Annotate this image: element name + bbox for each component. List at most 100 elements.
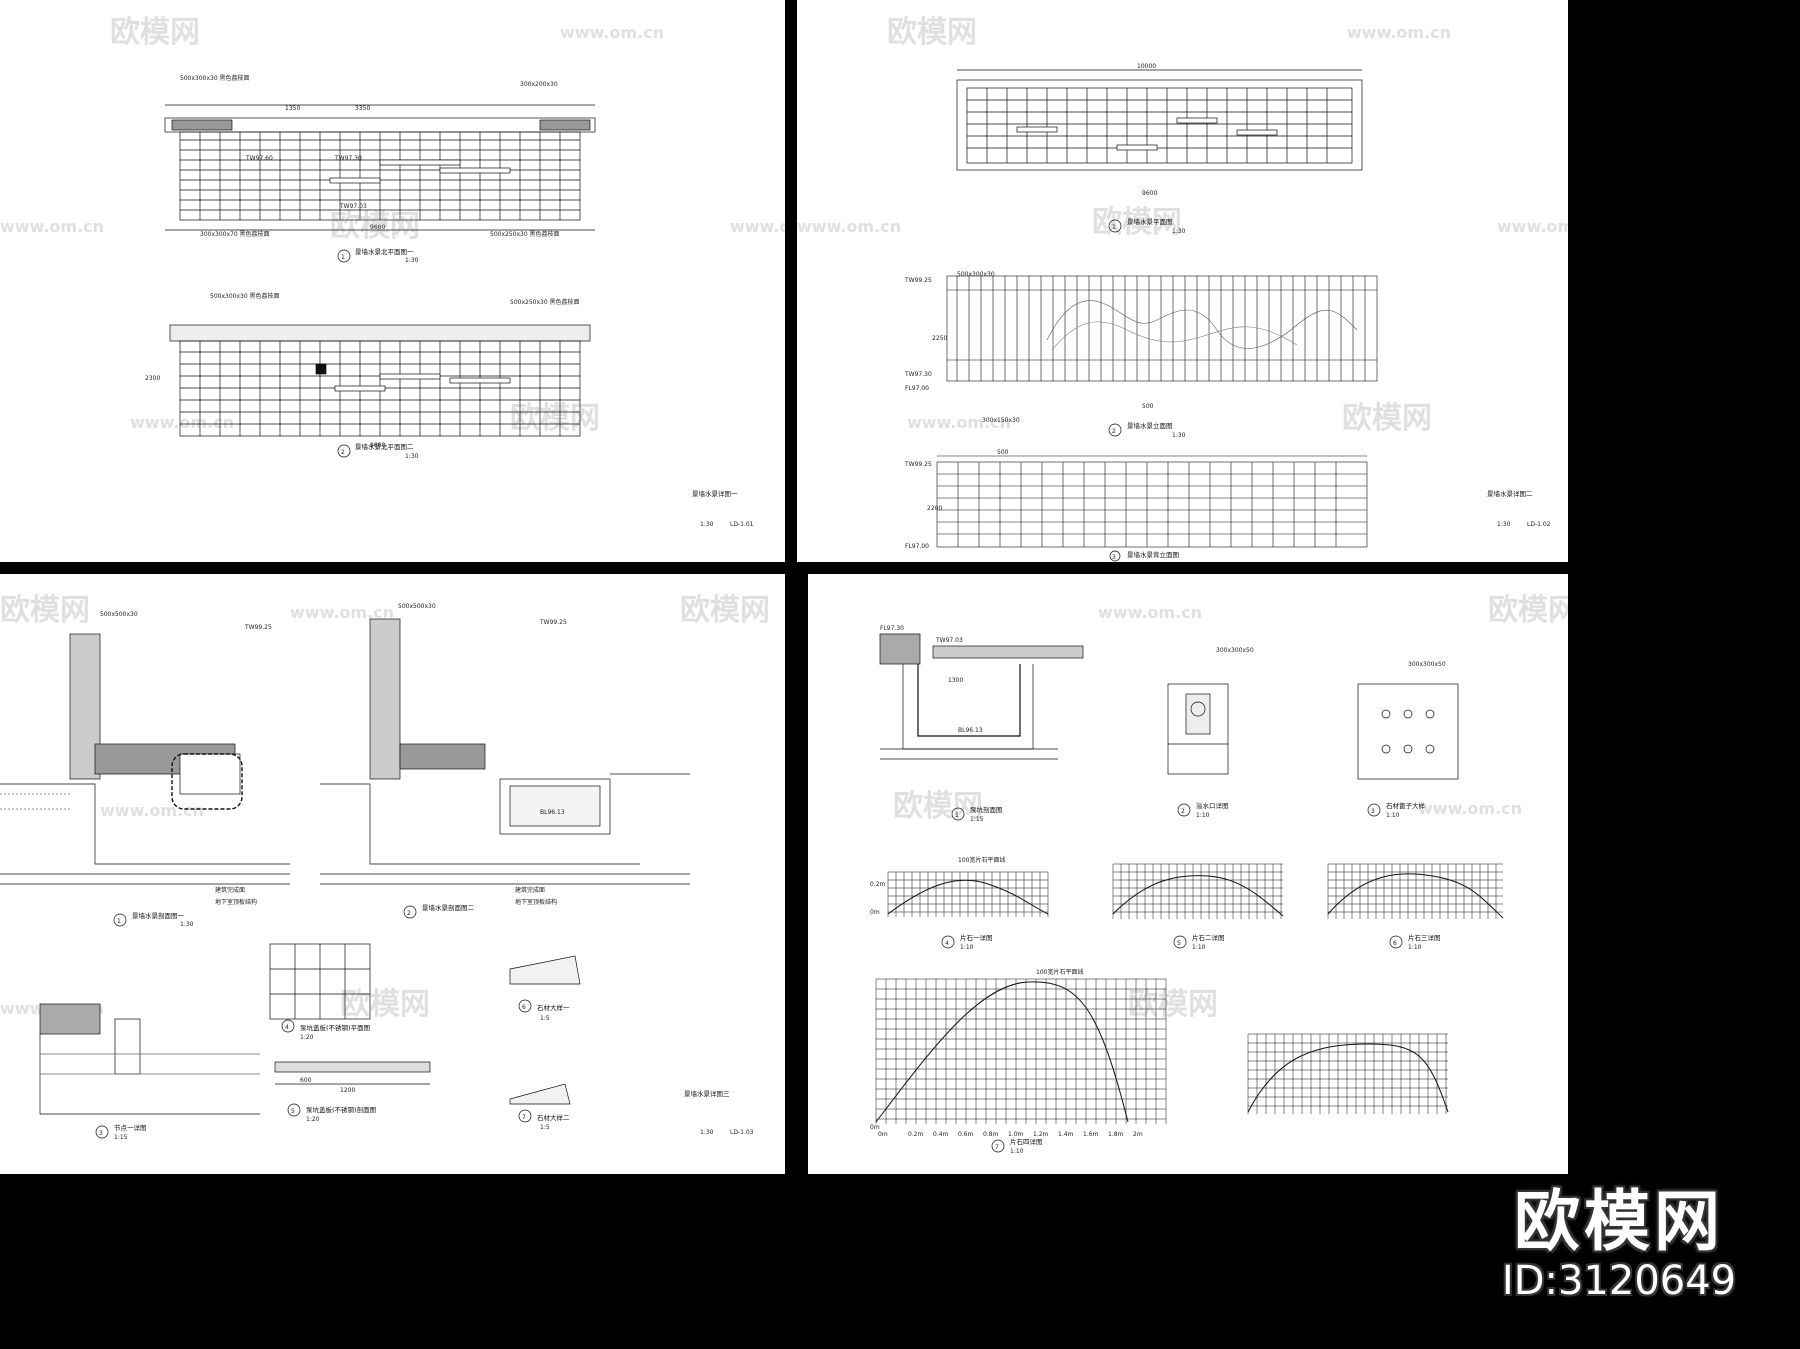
caption-sheet1-drawing1: 1 景墙水景北平面图一 1:30 — [337, 247, 419, 264]
drawing-sheet-1: 欧模网 www.om.cn www.om.cn 欧模网 www.om.cn 欧模… — [0, 0, 785, 562]
svg-text:7: 7 — [995, 1144, 999, 1151]
svg-text:BL96.13: BL96.13 — [540, 809, 565, 816]
caption-sheet4-drawing3: 3 石材篦子大样 1:10 — [1367, 801, 1426, 819]
sheet-1-canvas: 欧模网 www.om.cn www.om.cn 欧模网 www.om.cn 欧模… — [0, 15, 785, 528]
svg-text:1:10: 1:10 — [1192, 944, 1206, 951]
caption-sheet2-drawing2: 2 景墙水景立面图 1:30 — [1108, 421, 1186, 439]
svg-text:景墙水景详图一: 景墙水景详图一 — [692, 489, 738, 498]
stone-grids — [875, 863, 1504, 1124]
svg-text:1.2m: 1.2m — [1033, 1131, 1049, 1138]
svg-text:500x250x30 黑色荔枝面: 500x250x30 黑色荔枝面 — [510, 298, 580, 306]
svg-text:1: 1 — [117, 918, 121, 925]
svg-text:欧模网: 欧模网 — [1128, 987, 1218, 1022]
brand-id: ID:3120649 — [1501, 1258, 1737, 1304]
svg-text:1: 1 — [955, 812, 959, 819]
svg-text:100宽片石平面线: 100宽片石平面线 — [1036, 968, 1083, 976]
svg-text:0m: 0m — [870, 1124, 880, 1131]
svg-text:溢水口详图: 溢水口详图 — [1196, 801, 1229, 810]
svg-text:1:30: 1:30 — [700, 521, 714, 528]
svg-text:欧模网: 欧模网 — [887, 15, 977, 50]
drawing-sheet-2: 欧模网 www.om.cn www.om.cn 欧模网 www.om.cn 欧模… — [797, 0, 1568, 562]
svg-text:www.om.cn: www.om.cn — [1497, 217, 1568, 236]
stone-profile-3 — [1327, 863, 1504, 919]
svg-text:TW97.60: TW97.60 — [245, 155, 273, 162]
detail-6 — [509, 955, 581, 985]
svg-text:6: 6 — [1393, 940, 1397, 947]
front-elevation — [946, 275, 1378, 382]
svg-text:1:10: 1:10 — [960, 944, 974, 951]
svg-text:9600: 9600 — [1142, 190, 1157, 197]
svg-text:TW99.25: TW99.25 — [904, 277, 932, 284]
svg-text:1: 1 — [1112, 224, 1116, 231]
svg-text:欧模网: 欧模网 — [330, 209, 420, 244]
stone-profile-2 — [1112, 863, 1284, 919]
svg-text:100宽片石平面线: 100宽片石平面线 — [958, 856, 1005, 864]
svg-text:欧模网: 欧模网 — [1092, 205, 1182, 240]
svg-text:1:30: 1:30 — [405, 257, 419, 264]
svg-text:TW99.25: TW99.25 — [539, 619, 567, 626]
svg-text:1:15: 1:15 — [970, 816, 984, 823]
svg-text:600: 600 — [300, 1077, 312, 1084]
svg-text:0m: 0m — [878, 1131, 888, 1138]
svg-text:2: 2 — [407, 910, 411, 917]
rear-elevation-labels: TW99.25 FL97.00 2200 500 — [904, 449, 1009, 550]
sheet-3-canvas: 欧模网 www.om.cn 欧模网 www.om.cn www.om.cn 欧模… — [0, 593, 770, 1141]
watermarks: 欧模网 www.om.cn 欧模网 欧模网 www.om.cn 欧模网 — [893, 593, 1568, 1022]
caption-sheet4-drawing1: 1 泵坑剖面图 1:15 — [951, 805, 1003, 823]
svg-text:2: 2 — [1112, 428, 1116, 435]
plan-view-1 — [164, 104, 596, 231]
caption-sheet2-drawing3: 3 景墙水景背立面图 — [1109, 550, 1179, 562]
svg-text:石材大样二: 石材大样二 — [537, 1113, 570, 1122]
watermarks: 欧模网 www.om.cn 欧模网 www.om.cn www.om.cn 欧模… — [0, 593, 770, 1022]
svg-text:1.6m: 1.6m — [1083, 1131, 1099, 1138]
caption-sheet4-drawing5: 5 片石二详图 1:10 — [1173, 933, 1225, 951]
svg-text:500x250x30 黑色荔枝面: 500x250x30 黑色荔枝面 — [490, 230, 560, 238]
svg-text:片石四详图: 片石四详图 — [1010, 1137, 1043, 1146]
svg-text:5: 5 — [291, 1108, 295, 1115]
caption-sheet3-drawing5: 5 泵坑盖板(不锈钢)剖面图 1:20 — [287, 1103, 376, 1123]
svg-text:500x300x30 黑色荔枝面: 500x300x30 黑色荔枝面 — [180, 74, 250, 82]
svg-text:FL97.00: FL97.00 — [905, 543, 929, 550]
plan-1-labels: 500x300x30 黑色荔枝面 300x200x30 TW97.60 TW97… — [180, 74, 560, 238]
svg-text:建筑完成面: 建筑完成面 — [215, 886, 245, 894]
svg-text:TW97.30: TW97.30 — [904, 371, 932, 378]
top-plan-labels: 10000 9600 — [1137, 63, 1157, 197]
svg-text:TW99.25: TW99.25 — [904, 461, 932, 468]
svg-text:www.om.cn: www.om.cn — [730, 217, 785, 236]
svg-text:www.om.cn: www.om.cn — [130, 413, 234, 432]
svg-text:TW99.25: TW99.25 — [244, 624, 272, 631]
detail-5 — [274, 1061, 431, 1085]
svg-text:TW97.03: TW97.03 — [935, 637, 963, 644]
svg-text:1:30: 1:30 — [405, 453, 419, 460]
svg-text:景墙水景背立面图: 景墙水景背立面图 — [1127, 550, 1179, 559]
svg-text:www.om.cn: www.om.cn — [100, 801, 204, 820]
caption-sheet3-drawing1: 1 景墙水景剖面图一 1:30 — [113, 911, 194, 928]
svg-text:欧模网: 欧模网 — [1488, 593, 1568, 628]
svg-text:2200: 2200 — [927, 505, 942, 512]
svg-text:BL96.13: BL96.13 — [958, 727, 983, 734]
svg-text:泵坑盖板(不锈钢)平面图: 泵坑盖板(不锈钢)平面图 — [300, 1023, 370, 1032]
drawing-sheet-3: 欧模网 www.om.cn 欧模网 www.om.cn www.om.cn 欧模… — [0, 574, 785, 1174]
svg-text:500: 500 — [1142, 403, 1154, 410]
caption-sheet1-drawing2: 2 景墙水景北平面图二 1:30 — [337, 442, 419, 460]
svg-text:3350: 3350 — [355, 105, 370, 112]
svg-text:www.om.cn: www.om.cn — [1418, 799, 1522, 818]
svg-text:1:30: 1:30 — [1172, 228, 1186, 235]
plan-view-2 — [169, 324, 591, 437]
svg-text:2300: 2300 — [145, 375, 160, 382]
svg-text:地下室顶板结构: 地下室顶板结构 — [215, 898, 257, 906]
caption-sheet4-drawing6: 6 片石三详图 1:10 — [1389, 933, 1441, 951]
svg-text:0.8m: 0.8m — [983, 1131, 999, 1138]
detail-5-labels: 1200 600 — [300, 1077, 355, 1094]
svg-text:0.2m: 0.2m — [908, 1131, 924, 1138]
grate-detail — [1357, 683, 1459, 780]
section-2 — [320, 618, 690, 885]
svg-text:1.4m: 1.4m — [1058, 1131, 1074, 1138]
svg-text:欧模网: 欧模网 — [0, 593, 90, 628]
svg-text:欧模网: 欧模网 — [110, 15, 200, 50]
svg-text:1:20: 1:20 — [306, 1116, 320, 1123]
brand-title: 欧模网 — [1514, 1183, 1724, 1260]
svg-text:1.0m: 1.0m — [1008, 1131, 1024, 1138]
svg-text:片石三详图: 片石三详图 — [1408, 933, 1441, 942]
svg-text:1:10: 1:10 — [1408, 944, 1422, 951]
